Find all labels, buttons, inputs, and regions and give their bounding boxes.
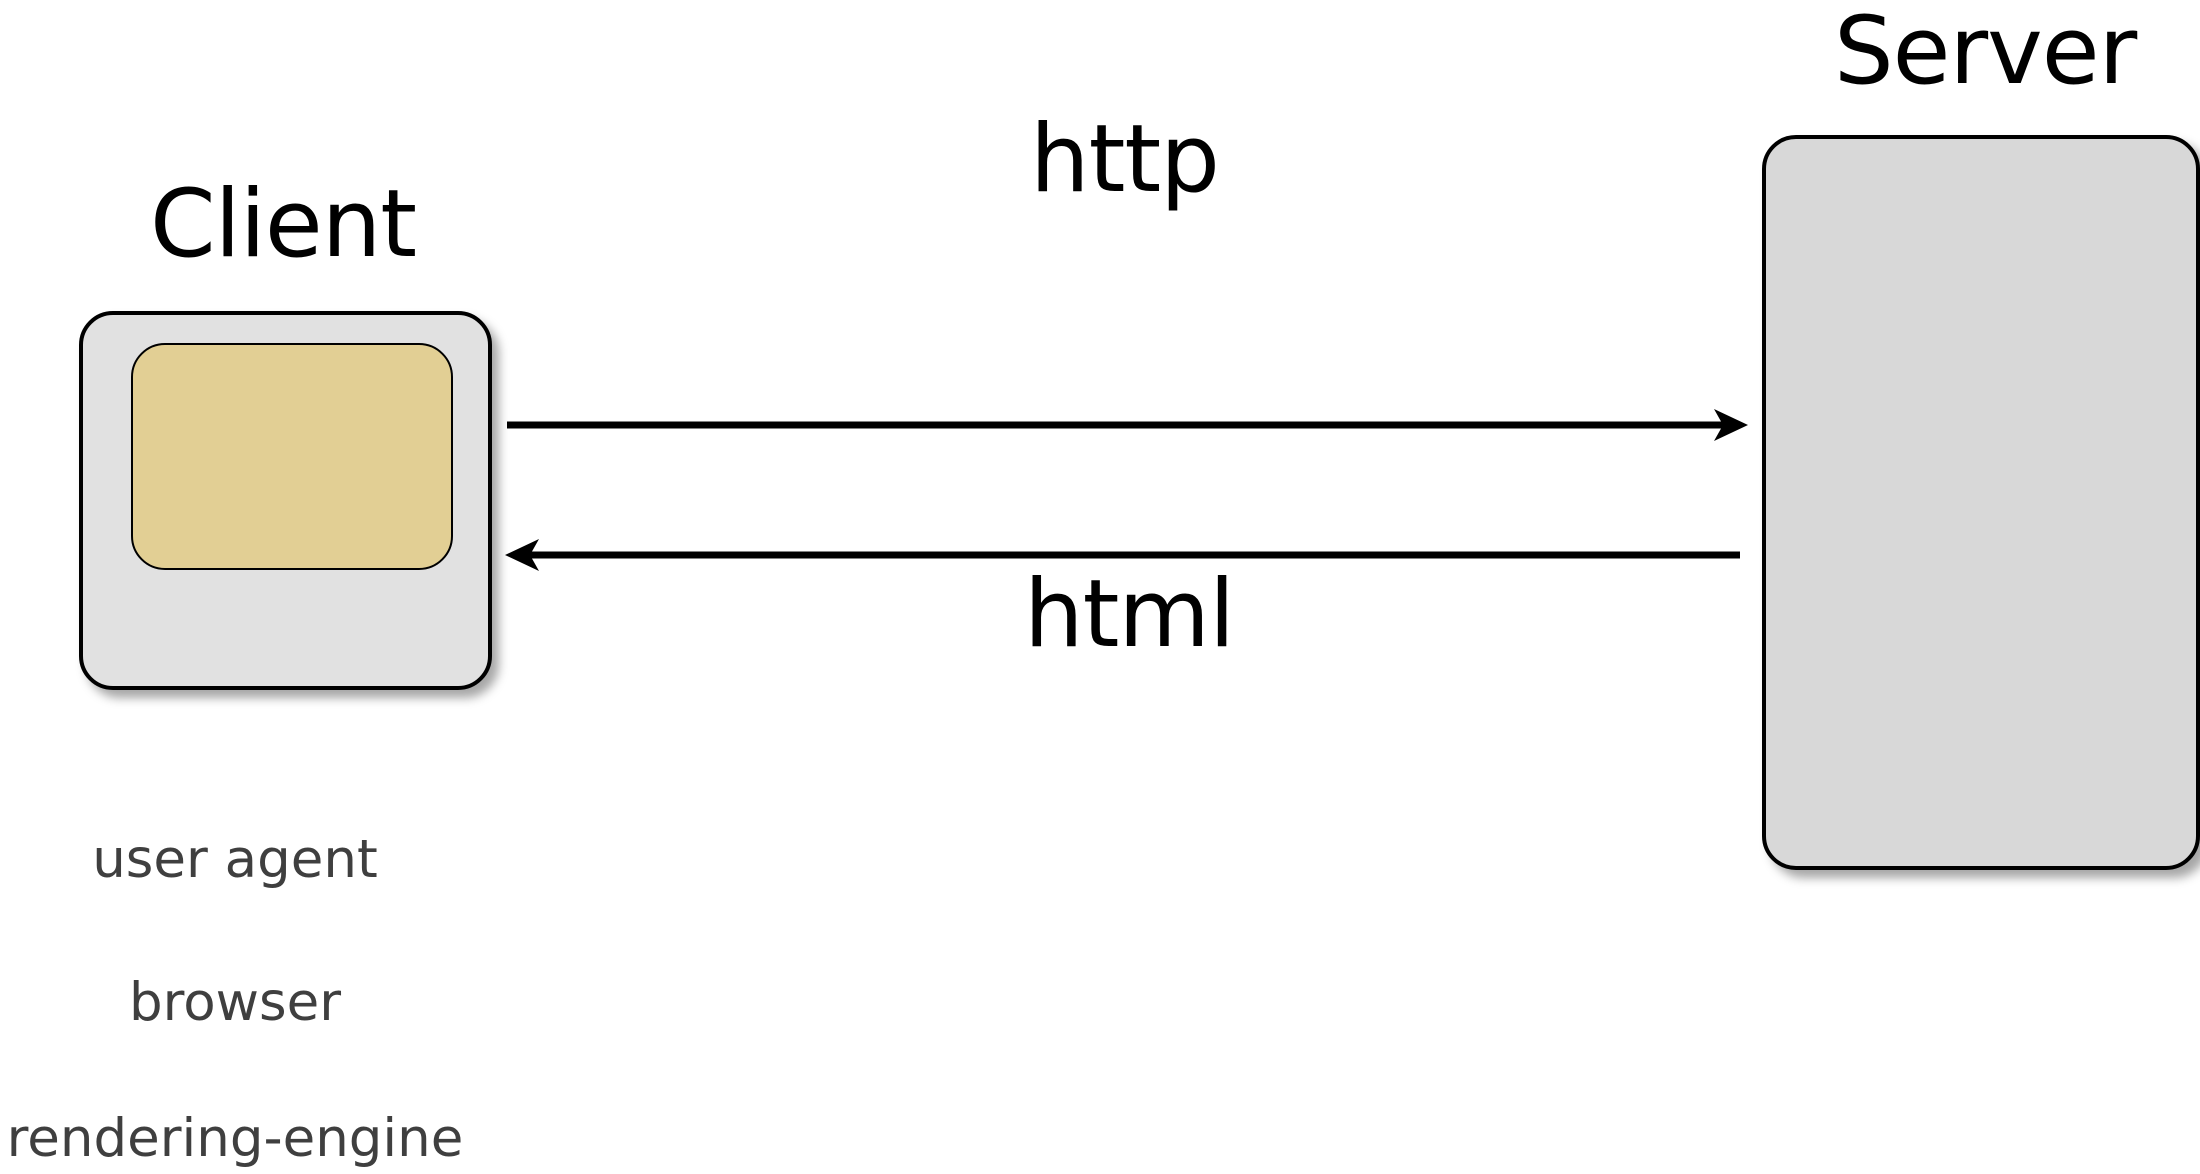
user-agent-label: user agent [92, 829, 378, 890]
browser-label: browser [128, 972, 342, 1033]
client-screen [131, 343, 453, 570]
html-label: html [1024, 560, 1235, 669]
right-arrow-icon [507, 409, 1748, 441]
server-box [1762, 135, 2200, 870]
http-label: http [1030, 105, 1220, 214]
client-device [79, 311, 492, 690]
rendering-engine-label: rendering-engine [6, 1108, 464, 1169]
client-title: Client [150, 170, 417, 279]
server-title: Server [1834, 0, 2137, 106]
left-arrow-icon [505, 539, 1740, 571]
